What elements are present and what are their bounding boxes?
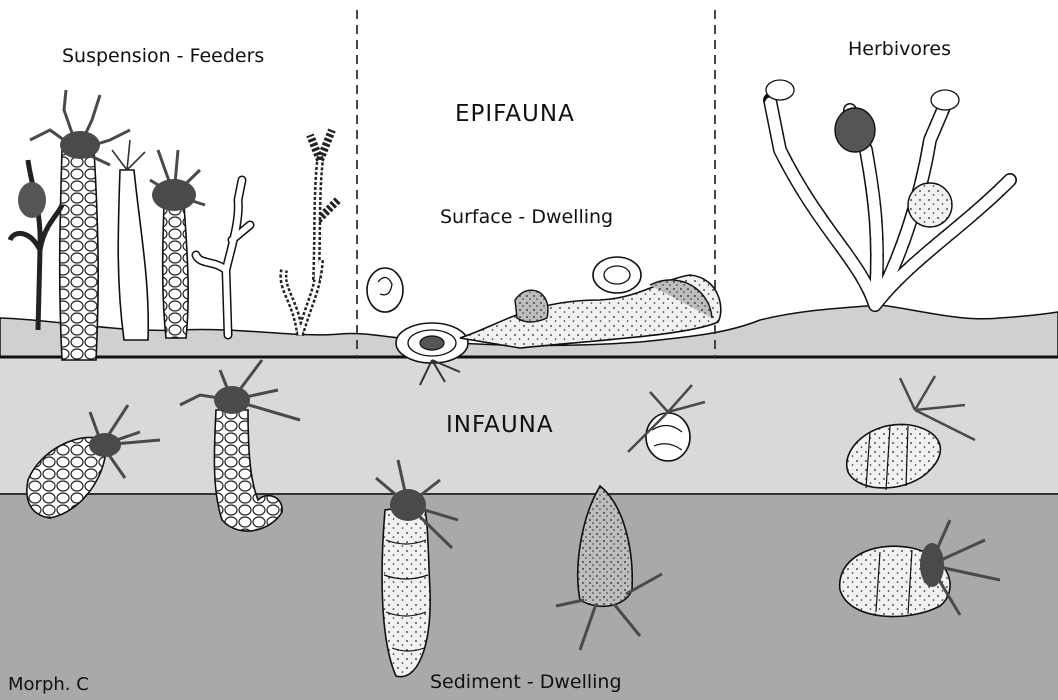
suspension-feeder-slender-tube xyxy=(112,140,148,340)
suspension-feeder-star-tube xyxy=(150,150,205,338)
artist-credit: Morph. C xyxy=(8,676,89,694)
sediment-dwelling-label: Sediment - Dwelling xyxy=(430,673,622,692)
surface-lens-shell xyxy=(593,257,641,293)
infauna-label: INFAUNA xyxy=(446,414,554,437)
herbivores-label: Herbivores xyxy=(848,40,951,59)
suspension-feeders-label: Suspension - Feeders xyxy=(62,47,264,66)
suspension-feeder-branching-colony xyxy=(283,130,338,335)
herbivore-seaweed xyxy=(766,80,1010,305)
suspension-feeder-tall-tube xyxy=(30,90,130,360)
epifauna-label: EPIFAUNA xyxy=(455,103,575,126)
surface-dwelling-label: Surface - Dwelling xyxy=(440,208,613,227)
suspension-feeder-left-tree xyxy=(10,160,62,330)
surface-coiled-shell-small xyxy=(367,268,403,312)
